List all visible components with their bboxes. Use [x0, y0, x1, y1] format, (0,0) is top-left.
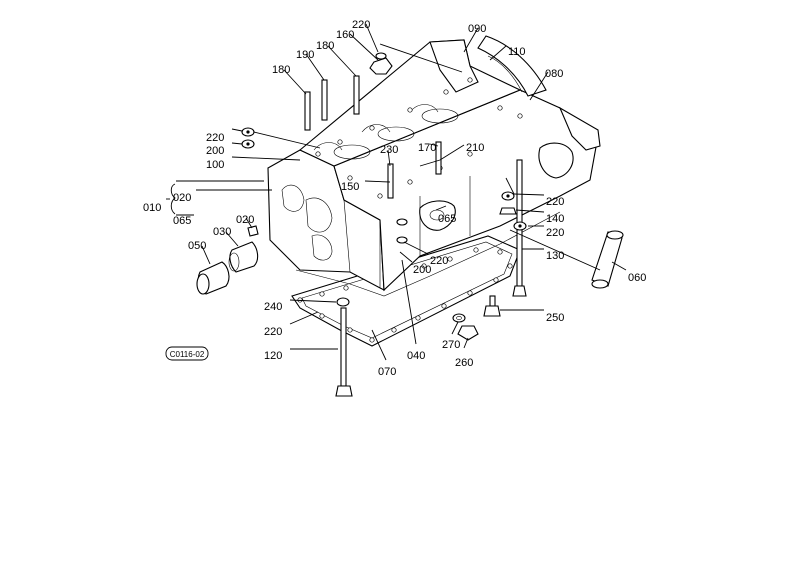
callout-c220d: 220 — [546, 227, 564, 239]
callout-c030: 030 — [213, 226, 231, 238]
callout-c080: 080 — [545, 68, 563, 80]
callout-c180a: 180 — [316, 40, 334, 52]
washers-mid — [396, 218, 408, 244]
callout-c020a: 020 — [173, 192, 191, 204]
callout-c220c: 220 — [546, 196, 564, 208]
callout-c270: 270 — [442, 339, 460, 351]
studs — [304, 75, 442, 199]
callout-c220e: 220 — [430, 255, 448, 267]
callout-c220b: 220 — [206, 132, 224, 144]
bolt-120 — [335, 297, 353, 397]
callout-c065b: 065 — [438, 213, 456, 225]
washers-left — [241, 127, 255, 149]
callout-c260: 260 — [455, 357, 473, 369]
callout-c200a: 200 — [206, 145, 224, 157]
callout-c190: 190 — [296, 49, 314, 61]
callout-c180b: 180 — [272, 64, 290, 76]
callout-c210: 210 — [466, 142, 484, 154]
callout-c110: 110 — [508, 46, 526, 58]
callout-c020b: 020 — [236, 214, 254, 226]
callout-c170: 170 — [418, 142, 436, 154]
callout-c130: 130 — [546, 250, 564, 262]
callout-c140: 140 — [546, 213, 564, 225]
leader-lines — [166, 23, 627, 361]
callout-c040: 040 — [407, 350, 425, 362]
callout-c230: 230 — [380, 144, 398, 156]
bolt-250 — [483, 295, 501, 317]
filler-tube — [591, 230, 624, 289]
stamp-text: C0116-02 — [170, 350, 205, 359]
top-plug — [369, 52, 393, 75]
callout-c160: 160 — [336, 29, 354, 41]
callout-c060: 060 — [628, 272, 646, 284]
callout-c090: 090 — [468, 23, 486, 35]
callout-c250: 250 — [546, 312, 564, 324]
callout-c200b: 200 — [413, 264, 431, 276]
callout-c220f: 220 — [264, 326, 282, 338]
washers-right — [499, 191, 527, 231]
callout-c100: 100 — [206, 159, 224, 171]
callout-c120: 120 — [264, 350, 282, 362]
front-plug — [196, 225, 259, 295]
callout-c065a: 065 — [173, 215, 191, 227]
callout-c150: 150 — [341, 181, 359, 193]
drain-plug — [452, 313, 479, 341]
callout-c220a: 220 — [352, 19, 370, 31]
callout-c010: 010 — [143, 202, 161, 214]
callout-c050: 050 — [188, 240, 206, 252]
drawing-stamp: C0116-02 — [165, 346, 209, 361]
callout-c070: 070 — [378, 366, 396, 378]
callout-c240: 240 — [264, 301, 282, 313]
